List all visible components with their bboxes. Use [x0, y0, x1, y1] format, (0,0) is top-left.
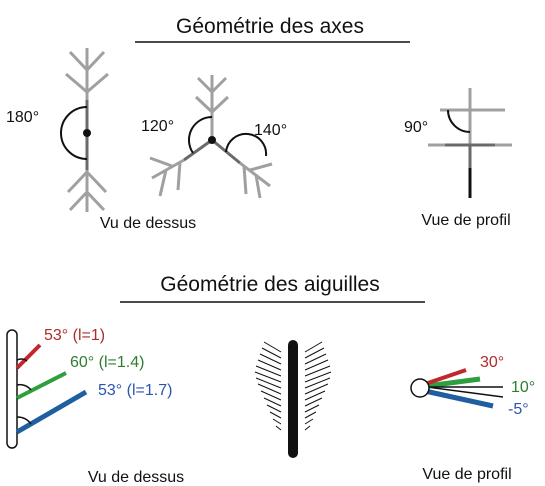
needles-title: Géométrie des aiguilles	[160, 273, 379, 296]
axis-profile-figure	[428, 88, 512, 198]
profile-angle-red: 30°	[480, 354, 504, 371]
needle-label-green: 60° (l=1.4)	[70, 354, 144, 371]
angle-label-120: 120°	[141, 118, 174, 135]
profile-angle-blue: -5°	[508, 401, 529, 418]
needles-caption-profile-view: Vue de profil	[422, 466, 511, 483]
needles-profile-figure	[410, 368, 504, 409]
needle-silhouette-figure	[254, 340, 332, 458]
axis-branching-figure	[149, 75, 273, 199]
profile-angle-green: 10°	[511, 379, 535, 396]
needles-caption-top-view: Vu de dessus	[88, 469, 184, 486]
angle-label-140: 140°	[254, 122, 287, 139]
needle-label-blue: 53° (l=1.7)	[98, 382, 172, 399]
axes-caption-profile-view: Vue de profil	[421, 212, 510, 229]
angle-label-90: 90°	[404, 119, 428, 136]
axis-straight-figure	[60, 48, 109, 212]
axes-caption-top-view: Vu de dessus	[100, 215, 196, 232]
axes-title: Géométrie des axes	[176, 15, 364, 38]
angle-label-180: 180°	[6, 109, 39, 126]
needles-top-figure	[6, 329, 88, 449]
needle-label-red: 53° (l=1)	[44, 327, 105, 344]
